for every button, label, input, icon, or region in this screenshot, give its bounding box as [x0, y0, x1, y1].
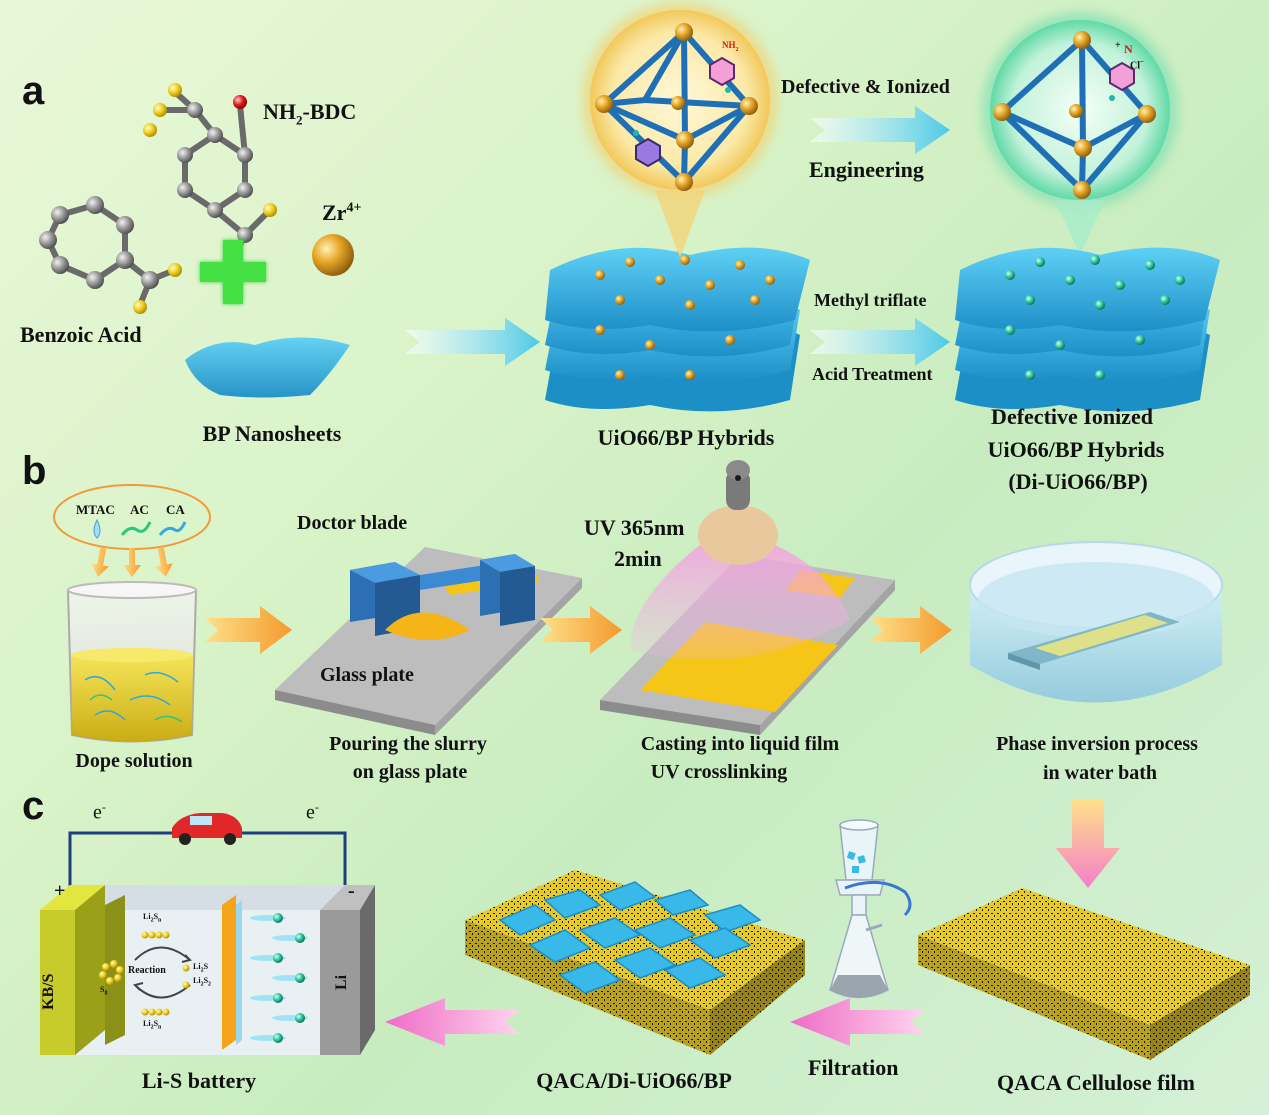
- panel-label-a: a: [22, 69, 45, 113]
- uio66-particles: [595, 255, 775, 380]
- defective-ionized-label: Defective & Ionized: [781, 76, 950, 98]
- di-hybrid-label-line3: (Di-UiO66/BP): [1008, 469, 1148, 494]
- positive-terminal-label: +: [54, 880, 66, 902]
- beaker: [66, 581, 198, 743]
- arrow-b1: [205, 606, 292, 654]
- casting-label-line2: UV crosslinking: [650, 761, 788, 783]
- acid-treatment-label: Acid Treatment: [812, 364, 933, 384]
- arrow-to-hybrids: [405, 318, 540, 366]
- uio66-bp-hybrid-stack: [545, 247, 810, 412]
- glass-plate-label: Glass plate: [320, 664, 414, 686]
- arrow-filtration: [790, 998, 925, 1046]
- phase-inversion-label-line1: Phase inversion process: [996, 733, 1198, 755]
- benzoic-acid-label: Benzoic Acid: [20, 322, 142, 347]
- di-hybrid-label-line1: Defective Ionized: [991, 404, 1153, 429]
- li-electrode-label: Li: [333, 974, 350, 990]
- battery-circuit: [68, 813, 347, 903]
- pouring-label-line2: on glass plate: [352, 761, 468, 783]
- filtration-label: Filtration: [808, 1055, 899, 1080]
- qaca-cellulose-film: [918, 888, 1250, 1060]
- nh2-bdc-molecule: [143, 83, 277, 274]
- arrow-b2: [540, 606, 622, 654]
- arrow-acid-treatment: [810, 318, 950, 366]
- methyl-triflate-label: Methyl triflate: [814, 290, 927, 310]
- uv-label-line2: 2min: [614, 546, 662, 571]
- dope-solution-label: Dope solution: [75, 750, 193, 772]
- ca-label: CA: [166, 502, 185, 517]
- li2s2-label: Li2S2: [193, 976, 212, 988]
- qaca-cellulose-film-label: QACA Cellulose film: [997, 1070, 1195, 1095]
- panel-label-b: b: [22, 449, 47, 493]
- mtac-label: MTAC: [76, 502, 115, 517]
- filtration-apparatus: [829, 819, 912, 999]
- reagent-drop-arrows: [91, 547, 173, 577]
- kbs-label: KB/S: [40, 973, 57, 1010]
- nh2-small-label: NH2: [722, 40, 739, 53]
- di-uio66-particles: [1005, 255, 1185, 380]
- di-uio66-zoom-bubble: [984, 14, 1176, 255]
- n-plus-label: +: [1115, 40, 1121, 51]
- di-hybrid-label-line2: UiO66/BP Hybrids: [987, 437, 1165, 462]
- arrow-to-battery: [385, 998, 520, 1046]
- uio66-bp-hybrids-label: UiO66/BP Hybrids: [597, 425, 775, 450]
- bp-nanosheet: [185, 337, 350, 398]
- arrow-b3: [870, 606, 952, 654]
- zr-ion-ball: [312, 234, 354, 276]
- qaca-di-uio66-bp-composite: [465, 870, 805, 1055]
- arrow-down-to-film: [1056, 800, 1120, 888]
- water-bath: [969, 541, 1223, 703]
- li-s-battery-cell: [40, 885, 375, 1055]
- li2sn-bottom-label: Li2Sn: [143, 1019, 162, 1031]
- uv-label-line1: UV 365nm: [584, 515, 685, 540]
- pouring-label-line1: Pouring the slurry: [329, 733, 487, 755]
- cl-label: Cl−: [1130, 58, 1144, 72]
- li-s-battery-label: Li-S battery: [141, 1068, 257, 1093]
- phase-inversion-label-line2: in water bath: [1042, 762, 1158, 784]
- uio66-zoom-bubble: [584, 4, 776, 258]
- li2s-label: Li2S: [193, 962, 209, 974]
- nh2-bdc-label: NH2-BDC: [263, 99, 357, 128]
- casting-label-line1: Casting into liquid film: [640, 733, 840, 755]
- reaction-label: Reaction: [128, 965, 166, 976]
- electron-label-right: e-: [306, 800, 319, 824]
- negative-terminal-label: -: [348, 880, 355, 902]
- qaca-di-uio66-bp-label: QACA/Di-UiO66/BP: [536, 1068, 732, 1093]
- uv-casting-plate: [600, 460, 895, 735]
- di-uio66-bp-hybrid-stack: [955, 247, 1220, 412]
- engineering-label: Engineering: [809, 157, 924, 182]
- s8-label: S8: [100, 985, 108, 997]
- glass-plate-doctor-blade: [275, 547, 582, 735]
- panel-label-c: c: [22, 784, 45, 828]
- electron-label-left: e-: [93, 800, 106, 824]
- arrow-engineering: [810, 106, 950, 154]
- plus-icon: [200, 240, 266, 304]
- ac-label: AC: [130, 502, 149, 517]
- doctor-blade-label: Doctor blade: [297, 512, 408, 534]
- n-atom-label: N: [1124, 42, 1133, 56]
- benzoic-acid-molecule: [39, 196, 182, 314]
- bp-nanosheets-label: BP Nanosheets: [202, 421, 342, 446]
- li2sn-top-label: Li2Sn: [143, 912, 162, 924]
- zr-label: Zr4+: [322, 200, 362, 225]
